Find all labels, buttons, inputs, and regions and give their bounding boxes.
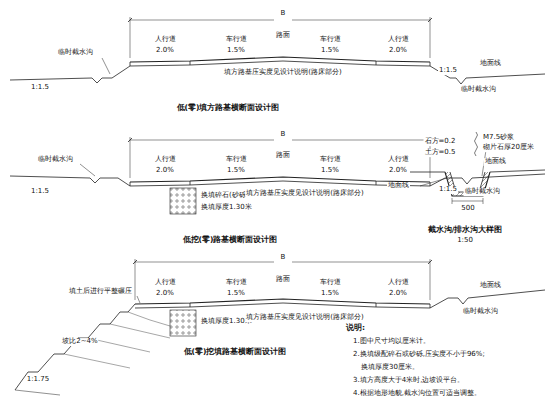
- annotation-label: 地面线: [479, 282, 502, 290]
- annotation-label: 临时截水沟: [57, 49, 94, 57]
- annotation-label: M7.5砂浆: [482, 134, 515, 142]
- annotation-label: 换填厚度30厘米。: [360, 364, 420, 372]
- annotation-label: 填土后进行平整碾压: [68, 288, 133, 296]
- annotation-label: 2.0%: [388, 290, 408, 298]
- annotation-label: 2.0%: [388, 47, 408, 55]
- annotation-label: 1:1.5: [30, 84, 50, 92]
- annotation-label: 2.换填级配碎石或砂砾,压实度不小于96%;: [352, 351, 486, 359]
- drawing-title: 说明:: [345, 324, 366, 332]
- annotation-label: 砌片石厚20厘米: [482, 144, 535, 152]
- annotation-label: 1.5%: [226, 167, 246, 175]
- annotation-label: 临时截水沟: [462, 308, 499, 316]
- annotation-label: 人行道: [387, 156, 410, 164]
- annotation-label: 填方路基压实度见设计说明(路床部分): [223, 69, 342, 77]
- annotation-label: 1:1.5: [438, 67, 458, 75]
- ditch-detail: [410, 132, 545, 204]
- annotation-label: 1.5%: [320, 47, 340, 55]
- annotation-label: 1:1.5: [30, 188, 50, 196]
- annotation-label: 车行道: [225, 156, 248, 164]
- annotation-label: 石方=0.2: [424, 138, 457, 146]
- annotation-label: 填方路基压实度见设计说明(路床部分): [245, 190, 364, 198]
- annotation-label: 2.0%: [155, 290, 175, 298]
- annotation-label: 车行道: [319, 279, 342, 287]
- annotation-label: 人行道: [154, 156, 177, 164]
- annotation-label: 人行道: [387, 36, 410, 44]
- annotation-label: 车行道: [319, 156, 342, 164]
- annotation-label: 地面线: [479, 60, 502, 68]
- annotation-label: 地面线: [387, 182, 410, 190]
- annotation-label: 人行道: [387, 279, 410, 287]
- cut-section: [10, 137, 545, 214]
- drawing-title: 截水沟/排水沟大样图: [427, 226, 504, 234]
- annotation-label: 土方=0.5: [424, 149, 457, 157]
- annotation-label: B: [280, 10, 287, 18]
- annotation-label: 车行道: [225, 279, 248, 287]
- annotation-label: 坡比2~4%: [61, 338, 98, 346]
- annotation-label: 路面: [275, 276, 291, 284]
- annotation-label: 2.0%: [155, 167, 175, 175]
- annotation-label: 车行道: [225, 36, 248, 44]
- annotation-label: 1.5%: [226, 290, 246, 298]
- drawing-title: 低(零)挖填路基横断面设计图: [183, 348, 288, 356]
- annotation-label: 1.图中尺寸均以厘米计。: [352, 338, 431, 346]
- cut-fill-section: [15, 259, 545, 395]
- annotation-label: 1.5%: [320, 290, 340, 298]
- annotation-label: 路面: [275, 32, 291, 40]
- annotation-label: 地面线: [484, 158, 507, 166]
- annotation-label: 500: [460, 205, 475, 213]
- annotation-label: 1:1.75: [26, 376, 50, 384]
- annotation-label: 4.根据地形地貌,截水沟位置可适当调整。: [352, 390, 482, 398]
- annotation-label: 2.0%: [388, 167, 408, 175]
- annotation-label: 临时截水沟: [37, 156, 74, 164]
- annotation-label: 车行道: [319, 36, 342, 44]
- drawing-title: 低挖(零)路基横断面设计图: [182, 236, 279, 244]
- annotation-label: B: [280, 254, 287, 262]
- annotation-label: 换填厚度1.30米: [200, 204, 253, 212]
- annotation-label: 1.5%: [320, 167, 340, 175]
- annotation-label: 临时截水沟: [460, 86, 497, 94]
- annotation-label: 临时截水沟: [464, 188, 501, 196]
- annotation-label: 路面: [275, 152, 291, 160]
- annotation-label: 3.填方高度大于4米时,边坡设平台。: [352, 377, 465, 385]
- annotation-label: 人行道: [154, 279, 177, 287]
- annotation-label: 1:50: [456, 237, 474, 245]
- annotation-label: 填方路基压实度见设计说明(路床部分): [245, 314, 364, 322]
- fill-section: [10, 17, 545, 84]
- annotation-label: 人行道: [154, 36, 177, 44]
- drawing-title: 低(零)填方路基横断面设计图: [176, 104, 281, 112]
- annotation-label: B: [280, 131, 287, 139]
- annotation-label: 1.5%: [226, 47, 246, 55]
- annotation-label: 2.0%: [155, 47, 175, 55]
- annotation-label: 1:1.5: [438, 186, 458, 194]
